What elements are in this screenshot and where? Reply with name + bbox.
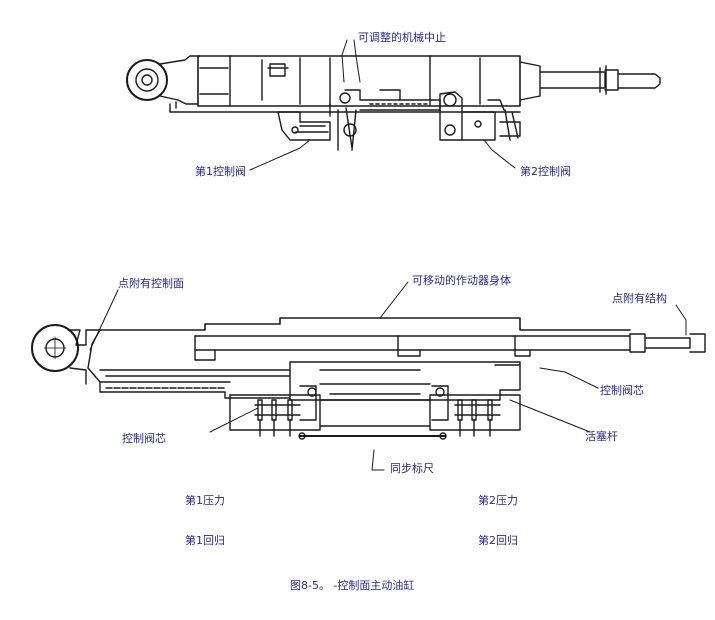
top-piston-rod — [539, 71, 606, 89]
section-actuator-drawing — [31, 281, 706, 471]
label-spool-left: 控制阀芯 — [122, 432, 166, 445]
top-cylinder-body — [197, 55, 521, 107]
label-adjustable-stop: 可调整的机械中止 — [358, 31, 446, 44]
label-return-1: 第1回归 — [185, 534, 225, 547]
label-attach-structure: 点附有结构 — [612, 292, 667, 305]
label-pressure-1: 第1压力 — [185, 494, 225, 507]
label-valve-2: 第2控制阀 — [520, 165, 571, 178]
section-body — [99, 317, 631, 331]
section-spool-left — [254, 385, 317, 437]
section-attach-eye — [31, 324, 79, 372]
label-movable-body: 可移动的作动器身体 — [412, 274, 511, 287]
label-valve-1: 第1控制阀 — [195, 165, 246, 178]
label-sync-rod: 同步标尺 — [390, 462, 434, 475]
figure-caption: 图8-5。 -控制面主动油缸 — [290, 579, 415, 592]
top-actuator-drawing — [126, 39, 661, 171]
label-attach-surface: 点附有控制面 — [118, 277, 184, 290]
top-valve1 — [277, 111, 331, 141]
label-return-2: 第2回归 — [478, 534, 518, 547]
section-spool-right — [431, 385, 501, 437]
top-rod-eye — [126, 59, 168, 101]
top-valve2 — [439, 91, 463, 141]
label-piston-rod: 活塞杆 — [585, 430, 618, 443]
label-spool-right: 控制阀芯 — [600, 384, 644, 397]
section-piston-rod — [194, 335, 631, 351]
label-pressure-2: 第2压力 — [478, 494, 518, 507]
